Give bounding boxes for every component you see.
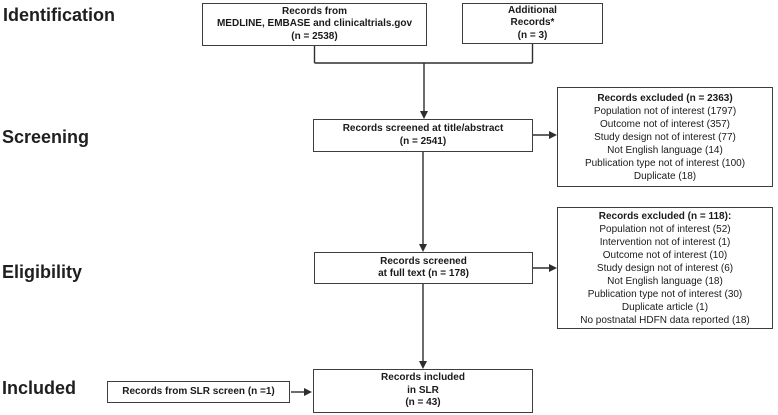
excluded-item: Population not of interest (1797): [593, 105, 737, 117]
box-included-slr: Records included in SLR (n = 43): [313, 369, 533, 413]
arrow-to-included: [419, 284, 427, 369]
box-line: in SLR: [407, 384, 439, 396]
box-excluded-screening: Records excluded (n = 2363) Population n…: [557, 87, 773, 187]
box-line: Records*: [510, 17, 555, 29]
excluded-item: Publication type not of interest (100): [584, 157, 746, 169]
arrow-to-full-text-screen: [419, 152, 427, 252]
excluded-item: No postnatal HDFN data reported (18): [580, 314, 750, 326]
excluded-item: Publication type not of interest (30): [587, 288, 743, 300]
stage-label-screening: Screening: [2, 127, 90, 147]
excluded-item: Not English language (18): [607, 275, 723, 287]
box-line: Records screened at title/abstract: [342, 123, 504, 134]
excluded-item: Outcome not of interest (10): [602, 249, 728, 261]
excluded-item: Outcome not of interest (357): [599, 118, 731, 130]
excluded-item: Study design not of interest (6): [596, 262, 734, 274]
box-line: (n = 3): [517, 29, 548, 41]
excluded-item: Duplicate article (1): [621, 301, 709, 313]
box-line: Records from SLR screen (n =1): [122, 385, 275, 397]
box-line: (n = 2541): [399, 135, 447, 147]
arrow-to-title-abstract-screen: [420, 63, 428, 119]
box-slr-screen: Records from SLR screen (n =1): [107, 381, 290, 403]
excluded-item: Not English language (14): [607, 144, 723, 156]
box-screened-full-text: Records screened at full text (n = 178): [314, 252, 533, 284]
box-screened-title-abstract: Records screened at title/abstract (n = …: [313, 119, 533, 152]
box-line: Additional: [508, 4, 557, 16]
stage-label-included: Included: [2, 378, 77, 398]
box-excluded-full-text: Records excluded (n = 118): Population n…: [557, 207, 773, 329]
stage-label-identification: Identification: [3, 5, 115, 25]
arrow-to-excluded-screening: [533, 131, 557, 139]
box-line: at full text (n = 178): [378, 268, 469, 279]
box-line: (n = 43): [405, 397, 441, 409]
excluded-header: Records excluded (n = 118):: [598, 210, 732, 222]
excluded-header: Records excluded (n = 2363): [597, 92, 733, 104]
box-additional-records: Additional Records* (n = 3): [462, 3, 603, 44]
box-line: MEDLINE, EMBASE and clinicaltrials.gov: [216, 18, 413, 30]
excluded-item: Intervention not of interest (1): [599, 236, 731, 248]
excluded-item: Duplicate (18): [633, 170, 697, 182]
connector-sources-merge: [313, 43, 534, 64]
box-line: Records screened: [380, 255, 467, 267]
excluded-item: Population not of interest (52): [599, 223, 731, 235]
box-line: Records from: [281, 5, 347, 17]
box-line: Records included: [381, 372, 465, 384]
arrow-to-excluded-full-text: [533, 264, 557, 272]
excluded-item: Study design not of interest (77): [594, 131, 736, 143]
arrow-from-slr-screen: [291, 388, 312, 396]
box-line: (n = 2538): [291, 30, 338, 42]
box-records-source: Records from MEDLINE, EMBASE and clinica…: [202, 3, 427, 46]
stage-label-eligibility: Eligibility: [2, 262, 83, 282]
